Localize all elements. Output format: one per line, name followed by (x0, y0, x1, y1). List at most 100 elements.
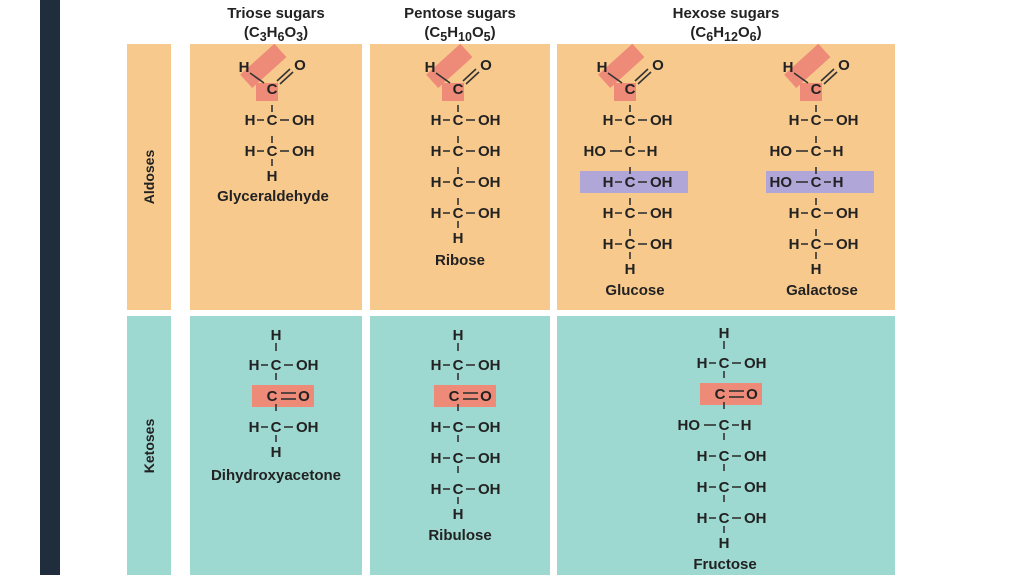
carbon-atom: C (811, 81, 822, 98)
hydrogen-atom: H (697, 479, 708, 496)
carbon-atom: C (811, 205, 822, 222)
carbon-atom: C (811, 236, 822, 253)
hydrogen-atom: H (453, 506, 464, 523)
hydrogen-atom: H (245, 143, 256, 160)
header-triose-title: Triose sugars (227, 5, 325, 22)
hydroxyl-group: OH (478, 112, 501, 129)
hydroxyl-group: HO (584, 143, 607, 160)
carbon-atom: C (625, 236, 636, 253)
hydroxyl-group: OH (478, 481, 501, 498)
carbonyl-highlight (784, 43, 831, 88)
name-glucose: Glucose (605, 282, 665, 299)
hydrogen-atom: H (697, 510, 708, 527)
hydrogen-atom: H (625, 261, 636, 278)
hydroxyl-group: OH (292, 143, 315, 160)
carbon-atom: C (625, 81, 636, 98)
header-triose-formula: (C3H6O3) (243, 24, 309, 44)
oxygen-atom: O (480, 388, 492, 405)
carbon-atom: C (453, 419, 464, 436)
hydroxyl-group: OH (478, 419, 501, 436)
hydroxyl-group: OH (478, 357, 501, 374)
carbonyl-highlight (598, 43, 645, 88)
carbon-atom: C (453, 112, 464, 129)
hydroxyl-group: OH (650, 236, 673, 253)
row-label-ketoses: Ketoses (127, 316, 171, 575)
hydrogen-atom: H (741, 417, 752, 434)
carbon-atom: C (453, 450, 464, 467)
carbon-atom: C (625, 174, 636, 191)
bond-aldehyde-h (249, 72, 265, 84)
hydroxyl-group: OH (836, 205, 859, 222)
hydrogen-atom: H (431, 174, 442, 191)
header-pentose-title: Pentose sugars (404, 5, 516, 22)
carbon-atom: C (453, 81, 464, 98)
bond-carbonyl (462, 68, 477, 82)
carbonyl-highlight (442, 83, 464, 101)
hydrogen-atom: H (789, 205, 800, 222)
hydroxyl-group: OH (296, 357, 319, 374)
carbon-atom: C (453, 205, 464, 222)
name-glyceraldehyde: Glyceraldehyde (217, 188, 329, 205)
name-galactose: Galactose (786, 282, 858, 299)
header-pentose: Pentose sugars (C5H10O5) (370, 4, 550, 47)
name-fructose: Fructose (693, 556, 757, 573)
bond-carbonyl (465, 71, 480, 85)
carbon-atom: C (267, 388, 278, 405)
panel-triose-ketose (190, 316, 362, 575)
oxygen-atom: O (298, 388, 310, 405)
bond-carbonyl (637, 71, 652, 85)
hydrogen-atom: H (239, 59, 250, 76)
bond-carbonyl (634, 68, 649, 82)
header-hexose: Hexose sugars (C6H12O6) (557, 4, 895, 47)
hydroxyl-group: OH (836, 112, 859, 129)
hydrogen-atom: H (431, 112, 442, 129)
carbon-atom: C (811, 112, 822, 129)
carbon-atom: C (453, 357, 464, 374)
hydrogen-atom: H (697, 355, 708, 372)
hydroxyl-group: OH (478, 205, 501, 222)
carbon-atom: C (449, 388, 460, 405)
hydroxyl-group: OH (650, 174, 673, 191)
carbonyl-highlight (434, 385, 496, 407)
hydroxyl-group: OH (650, 112, 673, 129)
hydrogen-atom: H (431, 205, 442, 222)
oxygen-atom: O (652, 57, 664, 74)
hydrogen-atom: H (789, 236, 800, 253)
carbon-atom: C (453, 174, 464, 191)
name-ribose: Ribose (434, 252, 485, 269)
carbonyl-highlight (700, 383, 762, 405)
panel-hexose-ketose (557, 316, 895, 575)
hydroxyl-group: OH (836, 236, 859, 253)
hydrogen-atom: H (425, 59, 436, 76)
carbon-atom: C (625, 112, 636, 129)
hydrogen-atom: H (271, 444, 282, 461)
hydroxyl-group: OH (292, 112, 315, 129)
hydroxyl-group: OH (296, 419, 319, 436)
carbon-atom: C (453, 481, 464, 498)
hydroxyl-group: HO (770, 174, 793, 191)
hydroxyl-group: OH (744, 355, 767, 372)
hydroxyl-group: OH (744, 448, 767, 465)
carbonyl-highlight (426, 43, 473, 88)
carbonyl-highlight (256, 83, 278, 101)
carbon-atom: C (719, 510, 730, 527)
carbon-atom: C (811, 143, 822, 160)
hydrogen-atom: H (811, 261, 822, 278)
hydroxyl-group: OH (478, 174, 501, 191)
hydrogen-atom: H (603, 112, 614, 129)
slide-left-bar (40, 0, 60, 575)
header-pentose-formula: (C5H10O5) (424, 24, 496, 44)
hydrogen-atom: H (603, 174, 614, 191)
bond-aldehyde-h (607, 72, 623, 84)
hydrogen-atom: H (597, 59, 608, 76)
hydrogen-atom: H (697, 448, 708, 465)
carbon-atom: C (625, 143, 636, 160)
header-hexose-title: Hexose sugars (672, 5, 780, 22)
panel-pentose-ketose (370, 316, 550, 575)
hydrogen-atom: H (431, 143, 442, 160)
carbon-atom: C (719, 355, 730, 372)
bond-carbonyl (820, 68, 835, 82)
oxygen-atom: O (480, 57, 492, 74)
carbon-atom: C (719, 417, 730, 434)
